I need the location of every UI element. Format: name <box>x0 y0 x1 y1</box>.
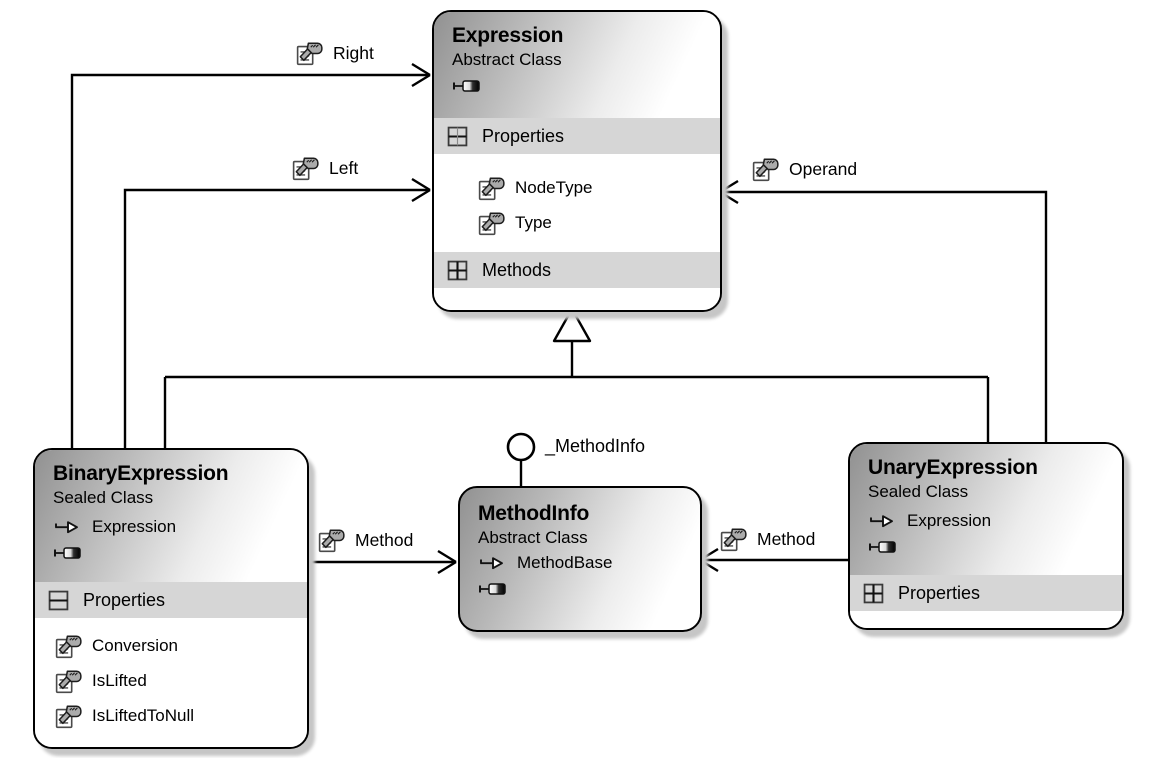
inherits-arrow-icon <box>53 520 81 534</box>
property-name: NodeType <box>515 177 593 197</box>
property-row[interactable]: IsLifted <box>55 663 307 698</box>
connector-label-text: Left <box>329 157 359 178</box>
class-title: BinaryExpression <box>53 462 229 485</box>
connector-left-association <box>123 177 431 450</box>
class-title: UnaryExpression <box>868 456 1038 479</box>
connector-label-left: Left <box>292 155 358 181</box>
property-row[interactable]: Conversion <box>55 628 307 663</box>
collapse-widget-icon[interactable] <box>868 539 898 555</box>
class-box-binary-expression[interactable]: BinaryExpression Sealed Class Expression… <box>33 448 309 749</box>
property-icon <box>296 40 324 66</box>
properties-list: NodeType Type <box>434 154 720 252</box>
connector-inheritance <box>163 341 990 450</box>
expand-icon[interactable] <box>863 583 884 604</box>
base-class-name: MethodBase <box>517 553 613 572</box>
section-header-methods: Methods <box>434 252 720 288</box>
class-box-unary-expression[interactable]: UnaryExpression Sealed Class Expression … <box>848 442 1124 630</box>
class-kind: Abstract Class <box>452 50 562 69</box>
class-header: BinaryExpression Sealed Class Expression <box>35 450 307 582</box>
base-class-row: Expression <box>53 516 293 538</box>
class-header: UnaryExpression Sealed Class Expression <box>850 444 1122 575</box>
section-header-properties: Properties <box>35 582 307 618</box>
connector-unary-method-association <box>699 547 848 573</box>
class-box-expression[interactable]: Expression Abstract Class Properties Nod… <box>432 10 722 312</box>
connector-operand-association <box>719 179 1048 444</box>
class-kind: Sealed Class <box>868 482 969 501</box>
expand-icon[interactable] <box>447 260 468 281</box>
section-label: Properties <box>83 589 166 610</box>
class-title: Expression <box>452 24 564 47</box>
connector-right-association <box>70 62 431 450</box>
inheritance-triangle-icon <box>552 307 592 343</box>
property-icon <box>752 156 780 182</box>
property-icon <box>55 703 83 729</box>
property-row[interactable]: IsLiftedToNull <box>55 698 307 733</box>
inherits-arrow-icon <box>478 556 506 570</box>
base-class-name: Expression <box>907 511 992 530</box>
section-header-properties: Properties <box>850 575 1122 611</box>
properties-list: Conversion IsLifted IsLiftedToNull <box>35 618 307 747</box>
property-name: IsLiftedToNull <box>92 705 195 725</box>
collapse-widget-icon[interactable] <box>478 581 508 597</box>
property-row[interactable]: NodeType <box>478 170 720 205</box>
property-icon <box>318 527 346 553</box>
section-header-properties: Properties <box>434 118 720 154</box>
property-row[interactable]: Type <box>478 205 720 240</box>
box-footer <box>850 611 1122 628</box>
box-footer <box>434 288 720 310</box>
connector-label-operand: Operand <box>752 156 857 182</box>
section-label: Methods <box>482 259 552 280</box>
base-class-row: Expression <box>868 510 1108 532</box>
connector-label-text: Method <box>355 529 414 550</box>
property-icon <box>292 155 320 181</box>
property-name: Type <box>515 212 552 232</box>
connector-label-unary-method: Method <box>720 526 815 552</box>
property-icon <box>478 210 506 236</box>
collapse-widget-icon[interactable] <box>53 545 83 561</box>
connector-label-text: Right <box>333 42 374 63</box>
connector-label-binary-method: Method <box>318 527 413 553</box>
section-label: Properties <box>898 582 981 603</box>
class-header: MethodInfo Abstract Class MethodBase <box>460 488 700 630</box>
connector-label-right: Right <box>296 40 374 66</box>
expand-icon[interactable] <box>447 126 468 147</box>
collapse-icon[interactable] <box>48 590 69 611</box>
connector-binary-method-association <box>305 549 457 575</box>
property-name: Conversion <box>92 635 178 655</box>
property-icon <box>55 668 83 694</box>
class-title: MethodInfo <box>478 502 590 525</box>
inherits-arrow-icon <box>868 514 896 528</box>
class-kind: Sealed Class <box>53 488 154 507</box>
class-box-method-info[interactable]: MethodInfo Abstract Class MethodBase <box>458 486 702 632</box>
collapse-widget-icon[interactable] <box>452 78 482 94</box>
interface-lollipop-icon <box>506 432 536 462</box>
section-label: Properties <box>482 125 565 146</box>
class-kind: Abstract Class <box>478 528 588 547</box>
class-header: Expression Abstract Class <box>434 12 720 118</box>
base-class-row: MethodBase <box>478 552 686 574</box>
interface-lollipop-label: _MethodInfo <box>545 436 646 456</box>
property-icon <box>55 633 83 659</box>
connector-label-text: Operand <box>789 158 858 179</box>
property-name: IsLifted <box>92 670 147 690</box>
property-icon <box>478 175 506 201</box>
base-class-name: Expression <box>92 517 177 536</box>
property-icon <box>720 526 748 552</box>
connector-label-text: Method <box>757 528 816 549</box>
